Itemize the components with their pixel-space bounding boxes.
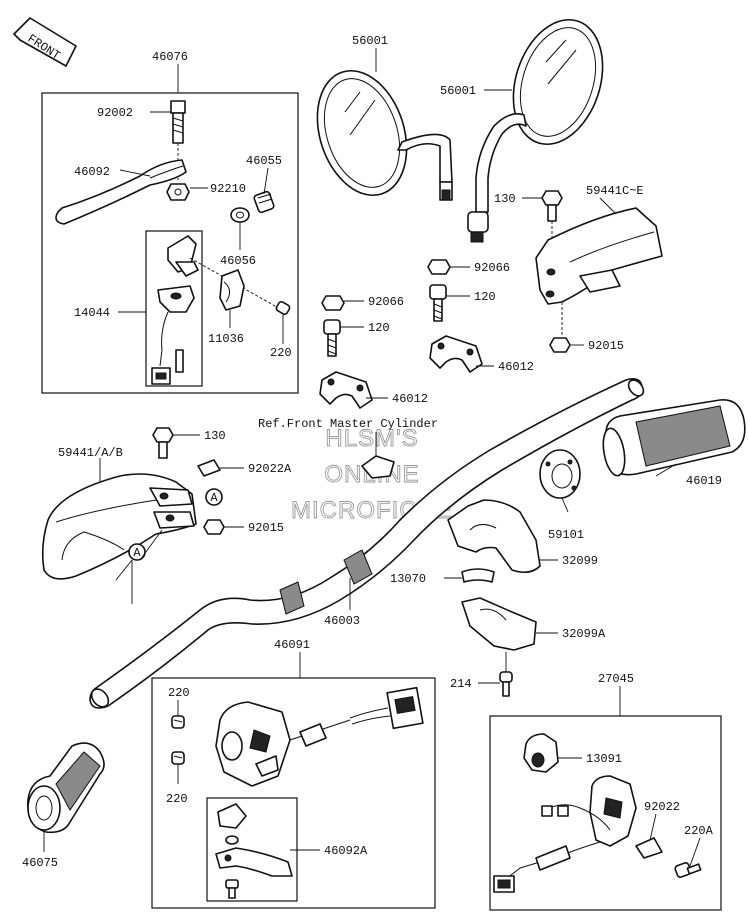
handlebar-46003 (89, 378, 645, 709)
label-92022a: 92022A (248, 462, 292, 476)
watermark-line-1: HLSM'S (325, 425, 418, 452)
label-46012-lower: 46012 (392, 392, 428, 406)
label-120-upper: 120 (474, 290, 496, 304)
lever-subgroup-box (206, 797, 298, 902)
label-46076: 46076 (152, 50, 188, 64)
label-59441ab: 59441/A/B (58, 446, 123, 460)
mirror-right-56001 (467, 18, 604, 243)
label-13091: 13091 (586, 752, 622, 766)
label-220-left-upper: 220 (168, 686, 190, 700)
label-92015-right: 92015 (588, 339, 624, 353)
label-59441ce: 59441C~E (586, 184, 644, 198)
label-130-right: 130 (494, 192, 516, 206)
callout-a-upper-label: A (210, 491, 218, 505)
throttle-case-32099a (461, 597, 537, 651)
label-92066-lower: 92066 (368, 295, 404, 309)
label-120-lower: 120 (368, 321, 390, 335)
screw-220-left-upper (171, 715, 185, 729)
collar-13070 (461, 568, 495, 583)
throttle-pulley-59101 (539, 449, 581, 499)
label-46092a: 46092A (324, 844, 368, 858)
callout-a-upper: A (205, 488, 223, 506)
nut-92015-right (549, 337, 571, 353)
lever-46092a (215, 803, 293, 899)
label-46092: 46092 (74, 165, 110, 179)
grip-46019 (602, 399, 746, 477)
label-46091: 46091 (274, 638, 310, 652)
cover-59441ab (41, 473, 197, 580)
holder-46012-upper (429, 335, 483, 373)
label-46056: 46056 (220, 254, 256, 268)
callout-a-lower-label: A (133, 546, 141, 560)
holder-46012-lower (319, 371, 373, 409)
mirror-left-56001 (316, 69, 453, 201)
screw-220a (674, 862, 702, 878)
label-59101: 59101 (548, 528, 584, 542)
label-46003: 46003 (324, 614, 360, 628)
leader-lines (43, 48, 701, 867)
label-92066-upper: 92066 (474, 261, 510, 275)
label-32099a: 32099A (562, 627, 606, 641)
label-ref-master-cylinder: Ref.Front Master Cylinder (258, 417, 438, 431)
switch-13091 (523, 733, 559, 773)
bolt-130-left (152, 427, 174, 459)
screw-220-top (275, 300, 291, 316)
clip-92022a (197, 459, 221, 477)
bolt-120-lower (323, 319, 341, 357)
clutch-switch-subgroup-box (145, 230, 203, 387)
adjuster-46055 (253, 190, 275, 214)
switch-housing-27045 (493, 775, 637, 893)
left-switch-group-box (151, 677, 436, 909)
label-46055: 46055 (246, 154, 282, 168)
bracket-11036 (219, 269, 245, 311)
master-cylinder-ref (361, 432, 395, 479)
label-46012-upper: 46012 (498, 360, 534, 374)
label-92002: 92002 (97, 106, 133, 120)
label-14044: 14044 (74, 306, 110, 320)
left-switch-housing-46091 (215, 686, 424, 787)
label-56001-left: 56001 (352, 34, 388, 48)
clutch-switch-14044 (151, 235, 283, 385)
right-switch-group-box (489, 715, 722, 911)
callout-a-lower: A (115, 529, 163, 604)
label-92015-left: 92015 (248, 521, 284, 535)
throttle-case-32099 (447, 499, 541, 574)
label-32099: 32099 (562, 554, 598, 568)
clip-92022 (635, 837, 663, 859)
nut-92066-lower (321, 295, 345, 311)
front-arrow: FRONT (13, 17, 77, 67)
nut-92210 (166, 183, 190, 201)
nut-92066-upper (427, 259, 451, 275)
label-130-left: 130 (204, 429, 226, 443)
grip-46075 (27, 742, 105, 834)
bolt-120-upper (429, 284, 447, 322)
label-46019: 46019 (686, 474, 722, 488)
part-labels: 46076 92002 46092 92210 46055 46056 1404… (22, 34, 722, 870)
label-220-top: 220 (270, 346, 292, 360)
label-27045: 27045 (598, 672, 634, 686)
screw-214 (499, 671, 513, 697)
label-220a: 220A (684, 824, 714, 838)
label-46075: 46075 (22, 856, 58, 870)
label-214: 214 (450, 677, 472, 691)
screw-220-left-lower (171, 751, 185, 765)
label-11036: 11036 (208, 332, 244, 346)
label-92022: 92022 (644, 800, 680, 814)
nut-92015-left (203, 519, 225, 535)
clutch-lever-46092 (55, 159, 187, 225)
label-13070: 13070 (390, 572, 426, 586)
label-92210: 92210 (210, 182, 246, 196)
locknut-46056 (230, 207, 250, 223)
label-220-left-lower: 220 (166, 792, 188, 806)
cover-59441ce (535, 207, 663, 336)
clutch-lever-group-box (41, 92, 299, 394)
label-56001-right: 56001 (440, 84, 476, 98)
